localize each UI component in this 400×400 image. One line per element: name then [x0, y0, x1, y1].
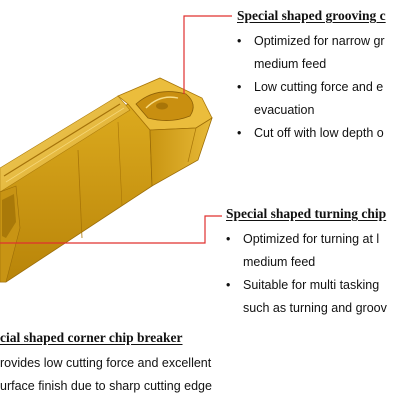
insert-side-split [77, 149, 83, 239]
insert-left-end-pocket [2, 194, 16, 238]
bullet-glyph: • [237, 126, 242, 140]
list-item-continuation: evacuation [254, 103, 315, 117]
callout-corner: cial shaped corner chip breaker rovides … [0, 330, 212, 398]
list-item-text: Optimized for narrow gr [254, 34, 385, 48]
chip-breaker-ridge [145, 96, 179, 109]
callout-turning-list: • Optimized for turning at l medium feed… [226, 228, 387, 320]
callout-grooving: Special shaped grooving c • Optimized fo… [237, 8, 386, 145]
bullet-glyph: • [226, 278, 231, 292]
insert-top-groove-line-2 [5, 107, 125, 183]
leader-grooving [183, 15, 232, 94]
callout-grooving-title: Special shaped grooving c [237, 8, 386, 23]
list-item-continuation: medium feed [254, 57, 327, 71]
list-item: • Optimized for narrow gr medium feed [237, 30, 386, 76]
list-item-continuation: such as turning and groov [243, 301, 387, 315]
list-item-text: Optimized for turning at l [243, 232, 380, 246]
insert-head-front [149, 117, 213, 187]
insert-top-groove-line [3, 103, 121, 177]
list-item: • Optimized for turning at l medium feed [226, 228, 387, 274]
list-item: • Low cutting force and e evacuation [237, 76, 386, 122]
insert-side-split-2 [117, 121, 123, 207]
list-item-continuation: medium feed [243, 255, 316, 269]
list-item-text: Suitable for multi tasking [243, 278, 380, 292]
callout-turning: Special shaped turning chip • Optimized … [226, 206, 387, 320]
list-item: rovides low cutting force and excellent … [0, 352, 212, 398]
callout-grooving-list: • Optimized for narrow gr medium feed • … [237, 30, 386, 145]
bullet-glyph: • [237, 80, 242, 94]
bullet-glyph: • [237, 34, 242, 48]
insert-top-face [0, 95, 131, 193]
list-item-text: Cut off with low depth o [254, 126, 384, 140]
bullet-glyph: • [226, 232, 231, 246]
callout-corner-title: cial shaped corner chip breaker [0, 330, 183, 345]
callout-turning-title: Special shaped turning chip [226, 206, 387, 221]
insert-head-edge [187, 127, 197, 163]
chip-breaker-dimple [156, 102, 168, 110]
list-item-text: Low cutting force and e [254, 80, 384, 94]
list-item-text: rovides low cutting force and excellent [0, 356, 212, 370]
list-item-continuation: urface finish due to sharp cutting edge [0, 379, 212, 393]
list-item: • Cut off with low depth o [237, 122, 386, 145]
leader-turning [0, 215, 222, 244]
callout-corner-list: rovides low cutting force and excellent … [0, 352, 212, 398]
list-item: • Suitable for multi tasking such as tur… [226, 274, 387, 320]
